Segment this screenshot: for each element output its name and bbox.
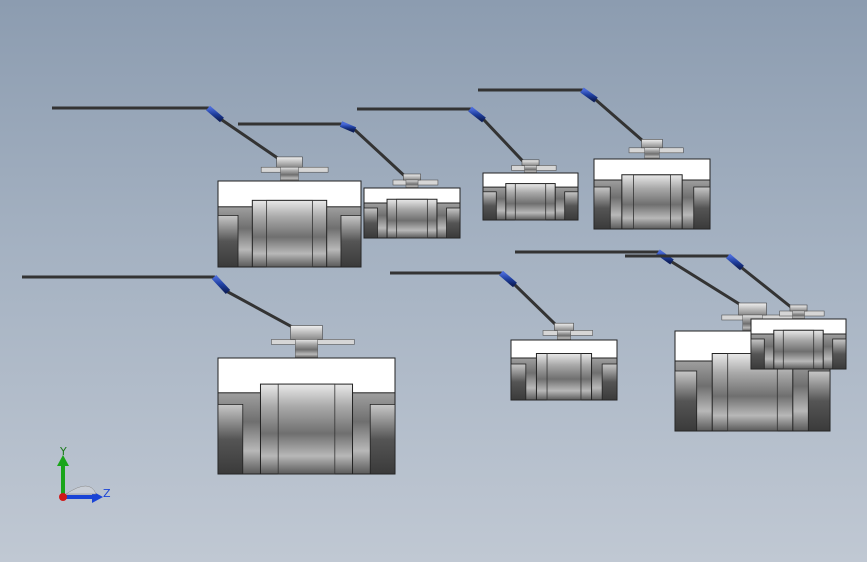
stem-nut [554, 322, 574, 331]
end-fitting-left [674, 370, 698, 432]
triad-plane [65, 485, 97, 495]
end-fitting-left [217, 214, 239, 268]
stem-nut [290, 325, 323, 340]
end-fitting-left [482, 191, 497, 221]
stem [792, 310, 805, 320]
end-fitting-right [601, 363, 618, 401]
housing-band [546, 353, 582, 401]
handle-grip-bend[interactable] [580, 87, 598, 103]
ball-housing [773, 329, 824, 370]
housing-band [514, 183, 547, 221]
stem-nut [521, 159, 540, 166]
handle-grip-bend[interactable] [339, 121, 357, 133]
ball-housing [621, 174, 683, 230]
handle-lever[interactable] [52, 106, 283, 163]
stem [295, 339, 318, 359]
housing-band [266, 199, 313, 268]
stem [644, 147, 660, 160]
handle-lever[interactable] [625, 254, 795, 311]
end-fitting-right [446, 207, 461, 239]
housing-band [782, 329, 815, 370]
handle-lever[interactable] [478, 88, 647, 145]
y-axis-label: Y [59, 445, 67, 458]
handle-grip-bend[interactable] [206, 105, 224, 123]
z-axis-label: Z [103, 487, 111, 500]
stem-nut [403, 173, 421, 181]
ball-housing [251, 199, 328, 268]
stem-nut [641, 139, 663, 149]
end-fitting-left [593, 186, 611, 230]
handle-grip-bend[interactable] [211, 274, 231, 295]
ball-housing [505, 183, 556, 221]
housing-band [633, 174, 671, 230]
stem-nut [738, 302, 767, 316]
stem-nut [276, 156, 303, 168]
axis-triad: Y Z [57, 445, 111, 503]
ball-housing [386, 198, 438, 239]
end-fitting-left [510, 363, 527, 401]
housing-band [277, 383, 336, 475]
handle-lever[interactable] [22, 275, 298, 331]
end-fitting-left [750, 338, 765, 370]
ball-housing [535, 353, 593, 401]
ball-housing [259, 383, 354, 475]
handle-lever[interactable] [515, 250, 745, 309]
end-fitting-left [217, 403, 244, 475]
end-fitting-left [363, 207, 378, 239]
stem [524, 165, 537, 174]
stem [405, 179, 419, 189]
ball-valve-2[interactable] [235, 121, 461, 239]
handle-lever[interactable] [390, 271, 560, 329]
stem [557, 330, 571, 341]
handle-grip-bend[interactable] [499, 270, 517, 288]
end-fitting-right [693, 186, 711, 230]
end-fitting-right [369, 403, 396, 475]
end-fitting-right [807, 370, 831, 432]
end-fitting-right [564, 191, 579, 221]
stem [280, 166, 299, 182]
end-fitting-right [340, 214, 362, 268]
ball-valve-5[interactable] [19, 274, 396, 475]
housing-band [396, 198, 428, 239]
ball-valve-8[interactable] [622, 253, 847, 370]
ball-valve-6[interactable] [387, 270, 618, 401]
y-axis-arrowhead [57, 455, 69, 466]
ball-valve-1[interactable] [49, 105, 362, 268]
triad-origin [59, 493, 67, 501]
ball-valve-4[interactable] [475, 87, 711, 230]
stem-nut [789, 304, 808, 312]
ball-valve-3[interactable] [354, 106, 579, 221]
handle-grip-bend[interactable] [726, 253, 744, 271]
end-fitting-right [832, 338, 847, 370]
handle-grip-bend[interactable] [468, 106, 486, 123]
